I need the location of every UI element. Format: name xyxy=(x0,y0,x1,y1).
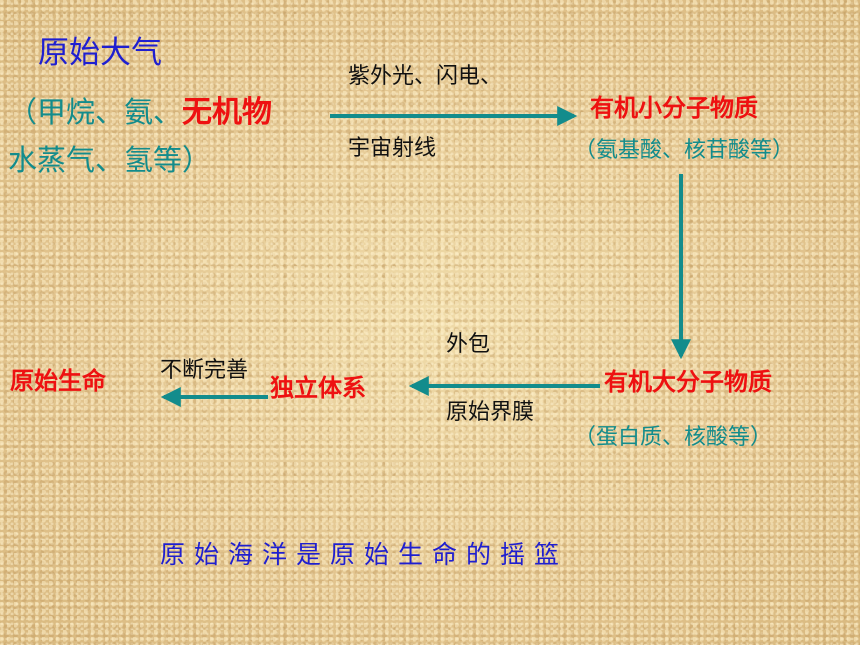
independent-system: 独立体系 xyxy=(270,374,366,402)
primitive-membrane-label: 原始界膜 xyxy=(446,400,535,425)
macro-organic-molecules: 有机大分子物质 xyxy=(604,368,772,396)
small-organic-molecules: 有机小分子物质 xyxy=(590,94,758,122)
macro-organic-examples: （蛋白质、核酸等） xyxy=(574,425,773,450)
atmosphere-composition-line2: 水蒸气、氢等） xyxy=(8,143,212,177)
slogan: 原始海洋是原始生命的摇篮 xyxy=(160,540,569,569)
energy-label-uv-lightning: 紫外光、闪电、 xyxy=(348,64,503,89)
inorganic-label: 无机物 xyxy=(182,95,273,130)
small-organic-examples: （氨基酸、核苷酸等） xyxy=(574,138,795,163)
energy-label-cosmic-rays: 宇宙射线 xyxy=(348,136,437,161)
continuous-improvement-label: 不断完善 xyxy=(160,358,249,383)
wrap-label: 外包 xyxy=(446,332,491,357)
atmosphere-composition-line1: （甲烷、氨、无机物 xyxy=(8,98,272,128)
atmosphere-gases-part1: （甲烷、氨、 xyxy=(8,95,183,129)
primitive-atmosphere-title: 原始大气 xyxy=(38,35,162,71)
primitive-life: 原始生命 xyxy=(10,367,106,395)
